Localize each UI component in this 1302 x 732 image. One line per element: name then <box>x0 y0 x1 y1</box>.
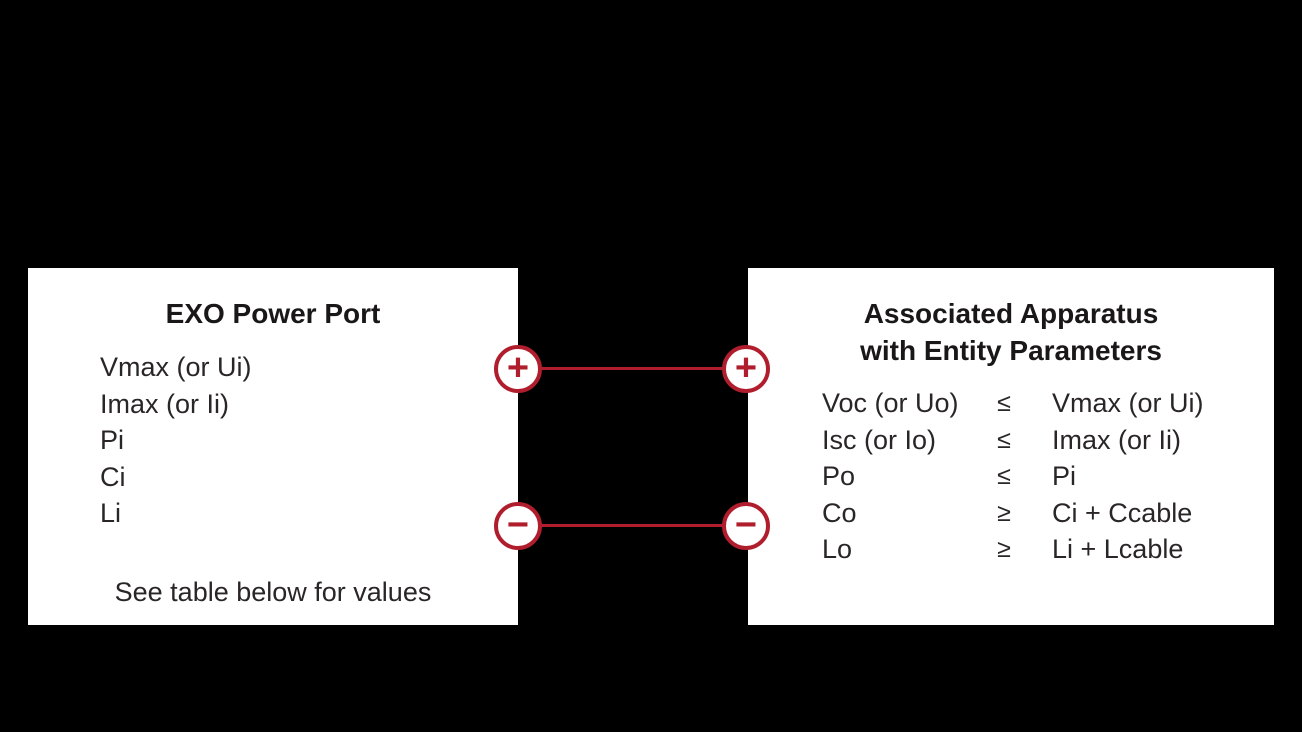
left-box-note: See table below for values <box>114 577 432 607</box>
input-parameter: Ci + Ccable <box>1052 497 1193 528</box>
table-row: Co ≥ Ci + Ccable <box>748 495 1274 532</box>
table-row: Lo ≥ Li + Lcable <box>748 531 1274 568</box>
left-box-title: EXO Power Port <box>165 298 381 329</box>
plus-icon: + <box>506 346 530 389</box>
negative-wire <box>518 524 746 527</box>
right-box-title: Associated Apparatus with Entity Paramet… <box>748 295 1274 369</box>
parameter-item: Ci <box>100 461 126 492</box>
comparison-operator: ≥ <box>997 535 1011 564</box>
input-parameter: Imax (or Ii) <box>1052 424 1182 455</box>
comparison-operator: ≤ <box>997 425 1011 454</box>
positive-terminal-right: + <box>722 345 770 393</box>
parameter-list: Vmax (or Ui) Imax (or Ii) Pi Ci Li <box>28 349 518 532</box>
table-row: Po ≤ Pi <box>748 458 1274 495</box>
parameter-item: Vmax (or Ui) <box>100 352 252 382</box>
right-box-title-line1: Associated Apparatus <box>863 298 1159 329</box>
comparison-operator: ≥ <box>997 498 1011 527</box>
plus-icon: + <box>734 346 758 389</box>
parameter-item: Pi <box>100 425 125 456</box>
parameter-item: Imax (or Ii) <box>100 388 230 419</box>
minus-icon: − <box>506 503 530 546</box>
table-row: Isc (or Io) ≤ Imax (or Ii) <box>748 422 1274 459</box>
comparison-operator: ≤ <box>997 462 1011 491</box>
minus-icon: − <box>734 503 758 546</box>
exo-power-port-box: EXO Power Port Vmax (or Ui) Imax (or Ii)… <box>28 268 518 625</box>
negative-terminal-right: − <box>722 502 770 550</box>
negative-terminal-left: − <box>494 502 542 550</box>
parameter-item: Li <box>100 498 122 529</box>
output-parameter: Co <box>822 497 857 528</box>
output-parameter: Voc (or Uo) <box>822 388 959 418</box>
associated-apparatus-box: Associated Apparatus with Entity Paramet… <box>748 268 1274 625</box>
output-parameter: Isc (or Io) <box>822 424 937 455</box>
positive-wire <box>518 367 746 370</box>
comparison-operator: ≤ <box>997 389 1011 417</box>
positive-terminal-left: + <box>494 345 542 393</box>
right-box-title-line2: with Entity Parameters <box>860 335 1162 366</box>
input-parameter: Pi <box>1052 461 1077 492</box>
table-row: Voc (or Uo) ≤ Vmax (or Ui) <box>748 385 1274 422</box>
input-parameter: Li + Lcable <box>1052 534 1184 565</box>
output-parameter: Lo <box>822 534 853 565</box>
output-parameter: Po <box>822 461 856 492</box>
input-parameter: Vmax (or Ui) <box>1052 388 1204 418</box>
entity-parameter-table: Voc (or Uo) ≤ Vmax (or Ui) Isc (or Io) ≤… <box>748 385 1274 568</box>
